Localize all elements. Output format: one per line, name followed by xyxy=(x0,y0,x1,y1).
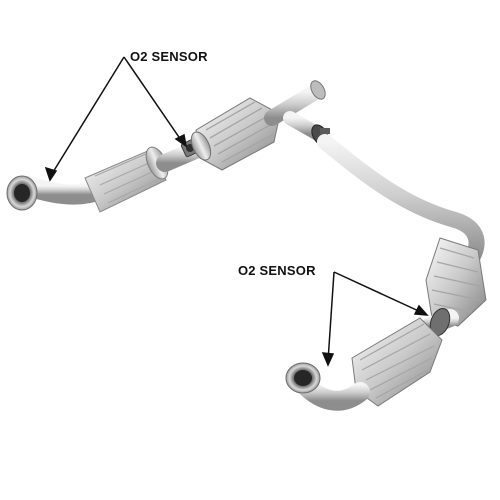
arrowhead-icon xyxy=(321,352,335,367)
right-exhaust-branch xyxy=(285,237,487,411)
o2-sensor-label-bottom: O2 SENSOR xyxy=(238,263,316,278)
left-exhaust-branch xyxy=(6,80,326,213)
catalytic-converter-main xyxy=(190,97,281,171)
inlet-flange-left xyxy=(6,175,38,211)
catalytic-converter-right-rear xyxy=(425,237,487,327)
crossover-pipe xyxy=(283,111,485,266)
callout-arrows xyxy=(44,56,429,367)
arrowhead-icon xyxy=(413,304,429,316)
inlet-flange-right xyxy=(285,362,321,394)
o2-sensor-label-top: O2 SENSOR xyxy=(130,49,208,64)
arrow-to-rear-sensor xyxy=(333,271,424,314)
arrowhead-icon xyxy=(44,166,58,182)
arrowhead-icon xyxy=(174,133,188,148)
catalytic-converter-left-front xyxy=(84,146,169,213)
arrow-to-front-sensor xyxy=(327,271,335,362)
arrow-to-upper-sensor xyxy=(123,56,184,144)
arrow-to-left-sensor xyxy=(49,56,125,178)
